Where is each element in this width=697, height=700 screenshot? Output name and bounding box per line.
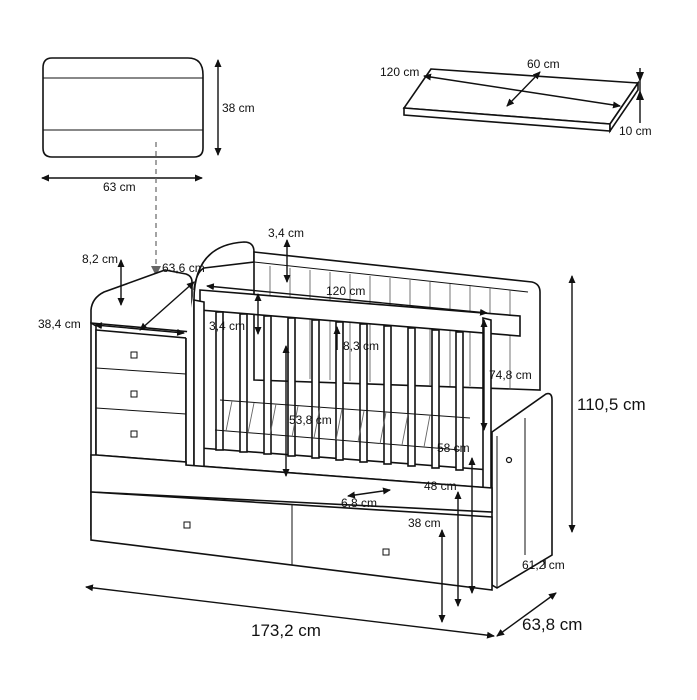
dresser-drawer-column xyxy=(95,329,187,463)
dim-173-2 xyxy=(85,584,495,639)
dim-120 xyxy=(206,283,488,316)
mattress-height-label: 38 cm xyxy=(222,101,255,115)
crib-front-left-post xyxy=(193,299,205,471)
board-thickness-label: 10 cm xyxy=(619,124,652,138)
bottom-drawer-1-knob xyxy=(183,521,191,529)
mattress-outline xyxy=(42,57,204,158)
dim-61-2-label: 61,2 cm xyxy=(522,558,565,572)
dim-63-6-label: 63,6 cm xyxy=(162,261,205,275)
dim-8-2-label: 8,2 cm xyxy=(82,252,118,266)
dim-58-label: 58 cm xyxy=(437,441,470,455)
crib-right-end-panel xyxy=(491,392,553,589)
board-width-label: 60 cm xyxy=(527,57,560,71)
dim-173-2-label: 173,2 cm xyxy=(251,621,321,640)
drawer-2-knob xyxy=(130,390,138,398)
dim-3-4-mid-label: 3,4 cm xyxy=(209,319,245,333)
dim-6-8 xyxy=(347,487,391,499)
end-panel-knob xyxy=(505,456,513,464)
dim-63-6 xyxy=(139,281,195,331)
dim-38-4-label: 38,4 cm xyxy=(38,317,81,331)
dim-6-8-label: 6,8 cm xyxy=(341,496,377,510)
dim-3-4-top-label: 3,4 cm xyxy=(268,226,304,240)
dim-110-5-label: 110,5 cm xyxy=(577,395,646,414)
crib-base-cabinet xyxy=(90,454,493,513)
mattress-diagram: 38 cm 63 cm xyxy=(41,57,255,276)
board-length-label: 120 cm xyxy=(380,65,419,79)
crib-left-headboard xyxy=(185,241,255,472)
dim-8-3-label: 8,3 cm xyxy=(343,339,379,353)
dim-48-label: 48 cm xyxy=(424,479,457,493)
dim-63-8 xyxy=(496,592,557,637)
drawer-1-knob xyxy=(130,351,138,359)
dim-38-4 xyxy=(94,322,185,336)
dim-63-8-label: 63,8 cm xyxy=(522,615,582,634)
board-side-face xyxy=(609,80,639,134)
board-diagram: 120 cm 60 cm 10 cm xyxy=(380,57,652,138)
drawer-3-knob xyxy=(130,430,138,438)
bottom-drawer-2-knob xyxy=(382,548,390,556)
mattress-width-label: 63 cm xyxy=(103,180,136,194)
dim-53-8-label: 53,8 cm xyxy=(289,413,332,427)
dim-120-label: 120 cm xyxy=(326,284,365,298)
crib-slatted-base xyxy=(214,399,471,451)
dim-74-8-label: 74,8 cm xyxy=(489,368,532,382)
crib-diagram: 3,4 cm 8,2 cm 63,6 cm 120 cm 38,4 cm 3,4… xyxy=(38,226,646,640)
board-width-dim xyxy=(506,71,541,107)
dim-38-label: 38 cm xyxy=(408,516,441,530)
dresser-top xyxy=(90,269,193,333)
